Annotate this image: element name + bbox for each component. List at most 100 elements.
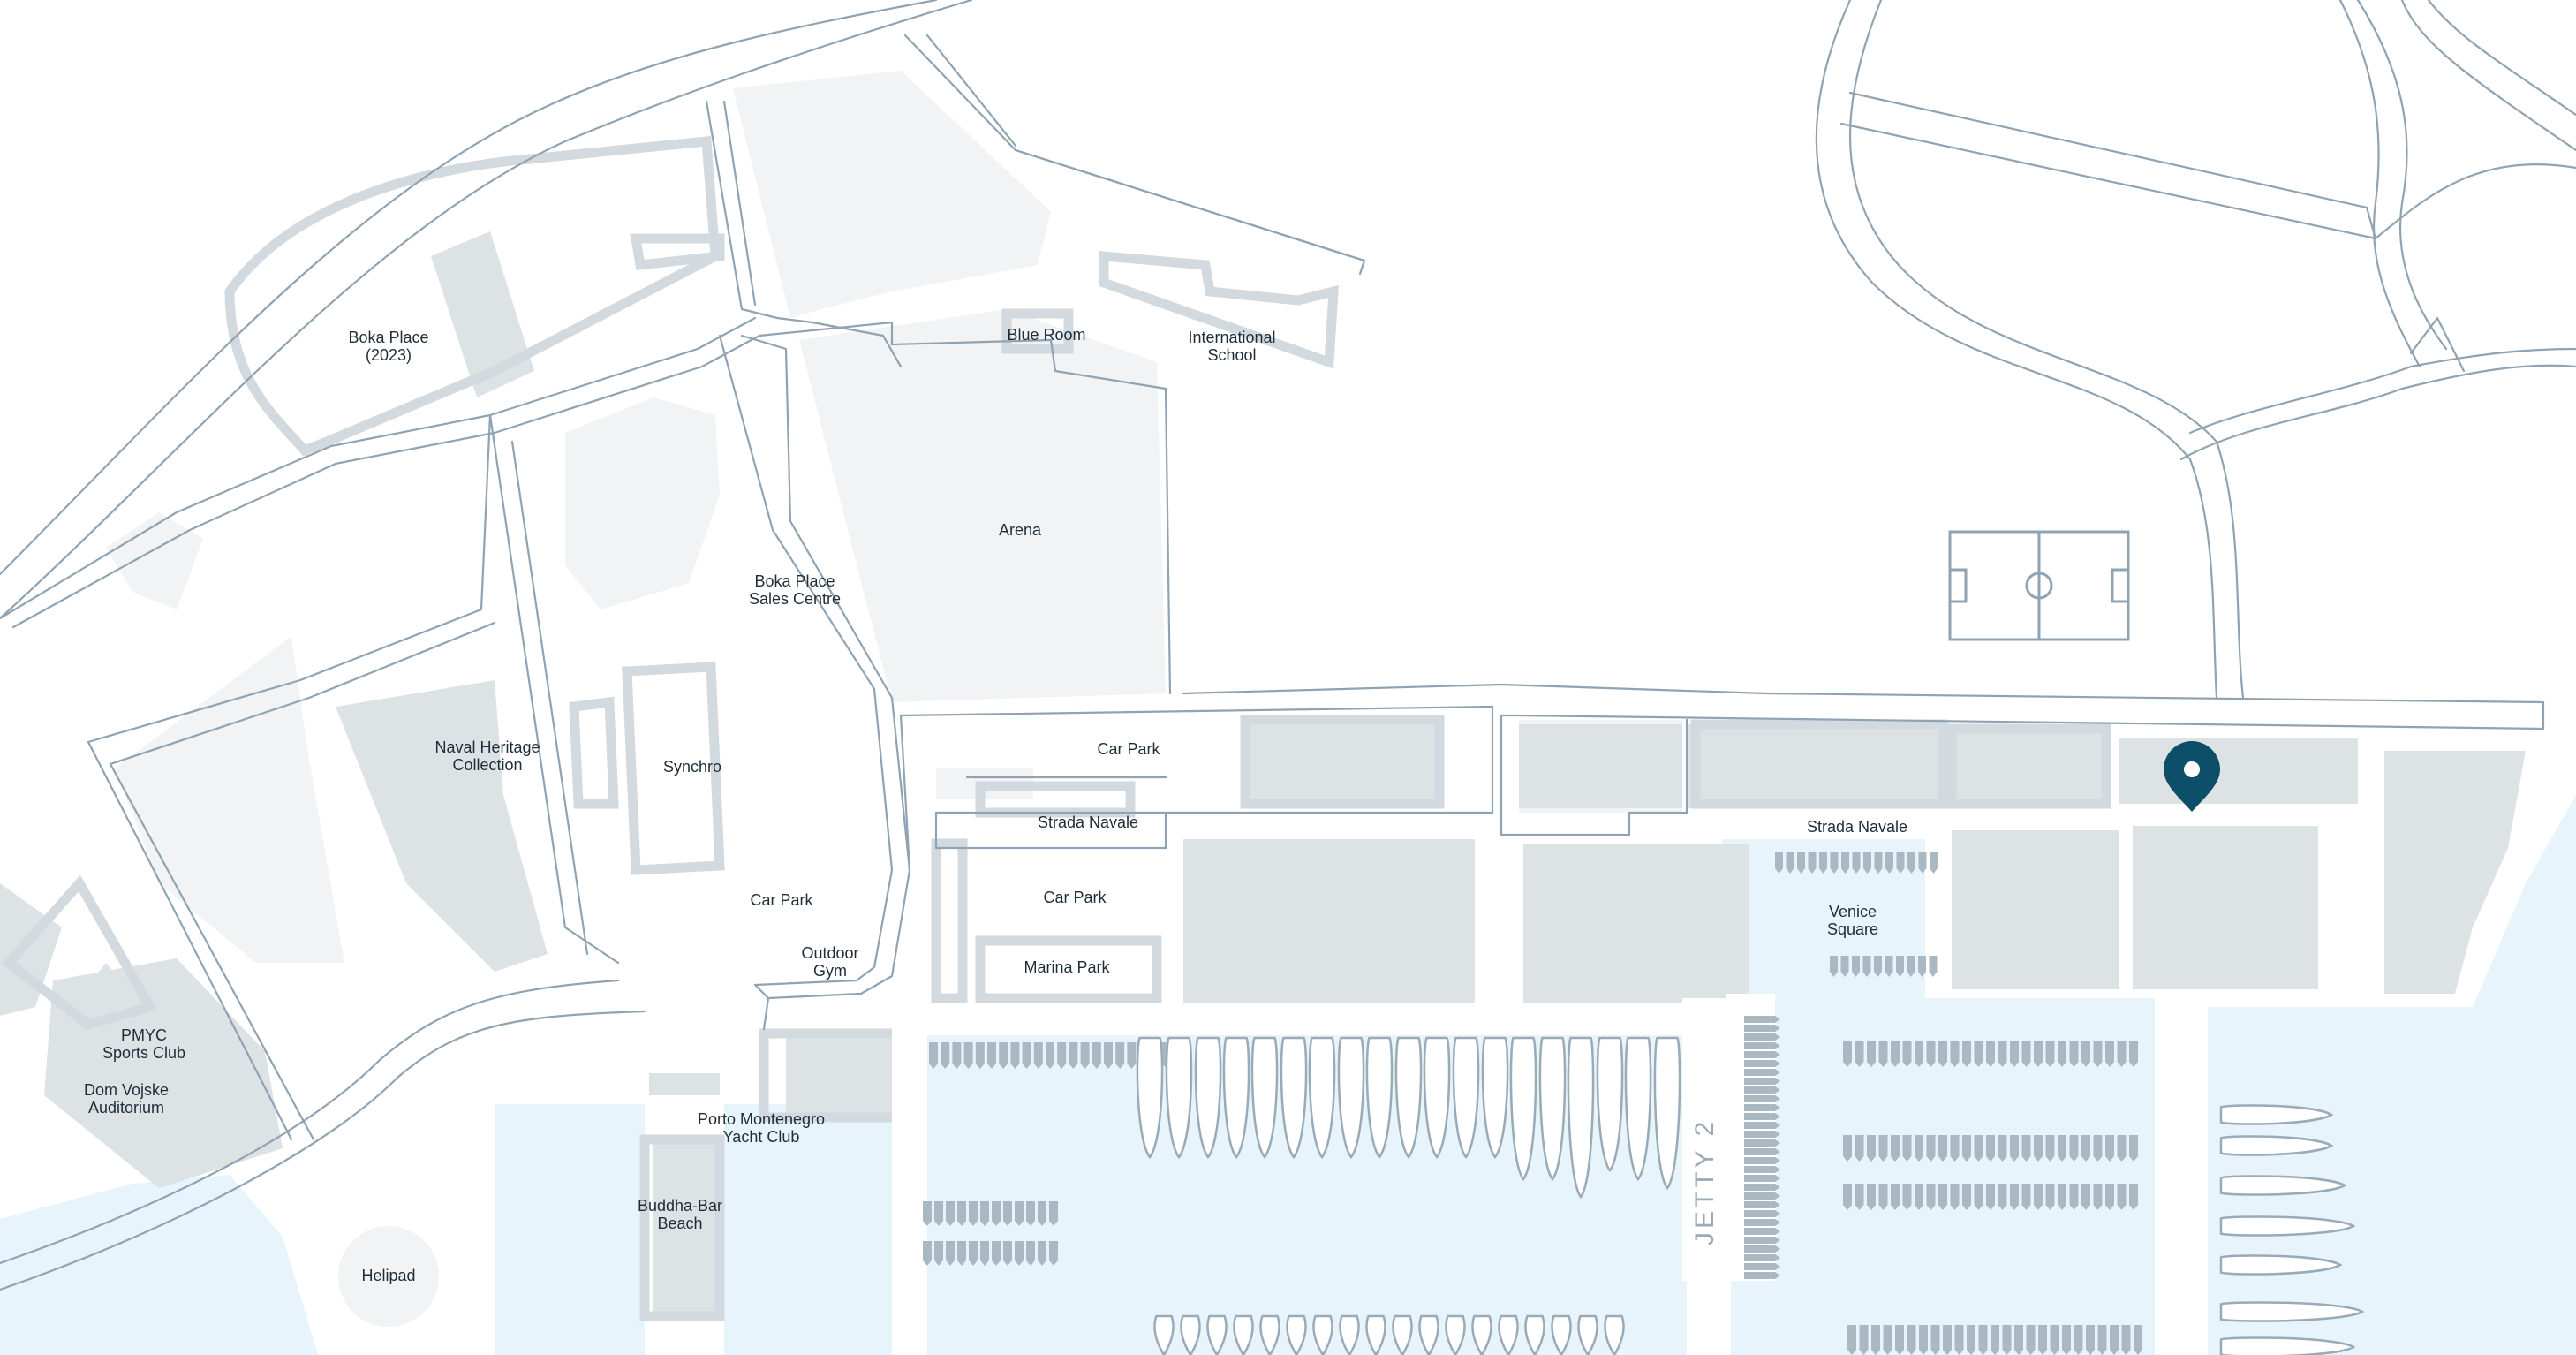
land-areas bbox=[106, 71, 1682, 963]
berth-slip bbox=[1049, 1201, 1058, 1226]
berth-slip bbox=[952, 1042, 962, 1069]
berth-slip bbox=[2021, 1135, 2031, 1162]
berth-slip bbox=[1943, 1325, 1952, 1355]
berth-slip bbox=[1744, 1184, 1780, 1191]
berth-slip bbox=[1998, 1041, 2007, 1067]
label-strada-navale-east: Strada Navale bbox=[1807, 818, 1907, 836]
helipad-pad bbox=[338, 1226, 439, 1327]
berth-slip bbox=[923, 1201, 932, 1226]
berth-slip bbox=[1744, 1060, 1780, 1067]
berth-slip bbox=[2105, 1184, 2114, 1210]
berth-slip bbox=[2134, 1325, 2142, 1355]
berth-slip bbox=[1930, 852, 1938, 874]
berth-slip bbox=[2010, 1041, 2019, 1067]
berth-slip bbox=[1069, 1042, 1078, 1069]
berth-slip bbox=[1998, 1135, 2007, 1162]
yacht bbox=[1653, 1036, 1681, 1191]
yacht bbox=[1423, 1036, 1451, 1160]
berth-slip bbox=[1950, 1184, 1960, 1210]
berth-slip bbox=[1026, 1201, 1035, 1226]
yacht bbox=[1481, 1036, 1509, 1160]
yacht bbox=[2219, 1135, 2334, 1156]
berth-slip bbox=[1022, 1042, 1031, 1069]
berth-slip bbox=[1918, 956, 1926, 977]
label-boka-place: Boka Place(2023) bbox=[348, 329, 428, 364]
berth-slip bbox=[1915, 1135, 1923, 1162]
berth-slip bbox=[2062, 1325, 2071, 1355]
berth-slip bbox=[1891, 1041, 1900, 1067]
berth-slip bbox=[1907, 1325, 1916, 1355]
berth-slip bbox=[1744, 1139, 1780, 1147]
berth-slip bbox=[1744, 1104, 1780, 1111]
berth-slip bbox=[1859, 1325, 1869, 1355]
berth-slip bbox=[2069, 1184, 2079, 1210]
berth-slip bbox=[1744, 1272, 1780, 1279]
berth-slip bbox=[1115, 1042, 1125, 1069]
yacht bbox=[1233, 1314, 1254, 1355]
berth-slip bbox=[1744, 1245, 1780, 1253]
berth-slip bbox=[1883, 1325, 1892, 1355]
berth-slip bbox=[2121, 1325, 2131, 1355]
berth-slip bbox=[1808, 852, 1817, 874]
berth-slip bbox=[1855, 1041, 1864, 1067]
berth-slip bbox=[1092, 1042, 1101, 1069]
yacht bbox=[1280, 1036, 1308, 1160]
berth-slip bbox=[1744, 1166, 1780, 1173]
location-pin-icon[interactable] bbox=[2164, 741, 2220, 812]
berth-slip bbox=[1744, 1157, 1780, 1164]
berth-slip bbox=[1797, 852, 1805, 874]
berth-slip bbox=[2117, 1135, 2127, 1162]
berth-slip bbox=[1978, 1325, 1988, 1355]
berth-slip bbox=[2034, 1135, 2043, 1162]
berth-slip bbox=[2081, 1184, 2090, 1210]
berth-slip bbox=[987, 1042, 996, 1069]
label-arena: Arena bbox=[999, 521, 1042, 539]
berth-slip bbox=[1907, 956, 1915, 977]
berth-slip bbox=[1962, 1041, 1971, 1067]
yacht bbox=[2219, 1175, 2347, 1196]
berth-slip bbox=[2058, 1135, 2066, 1162]
yachts bbox=[1136, 1036, 2365, 1355]
berth-slip bbox=[992, 1201, 1001, 1226]
yacht bbox=[1312, 1314, 1333, 1355]
label-blue-room: Blue Room bbox=[1007, 326, 1085, 344]
berth-slip bbox=[1819, 852, 1827, 874]
berth-slip bbox=[1891, 1135, 1900, 1162]
map-labels: Boka Place(2023) Blue Room International… bbox=[84, 326, 1907, 1284]
berth-slip bbox=[992, 1241, 1001, 1266]
berth-slip bbox=[1919, 1325, 1928, 1355]
football-pitch bbox=[1948, 530, 2130, 641]
berth-slip bbox=[1015, 1241, 1024, 1266]
berth-slip bbox=[1744, 1033, 1780, 1041]
label-car-park-mid: Car Park bbox=[1043, 889, 1107, 906]
berth-slip bbox=[1830, 852, 1839, 874]
yacht bbox=[1222, 1036, 1250, 1160]
yacht bbox=[1567, 1036, 1595, 1200]
berth-slip bbox=[2021, 1041, 2031, 1067]
berth-slip bbox=[957, 1241, 966, 1266]
yacht bbox=[1339, 1314, 1360, 1355]
berth-slip bbox=[1930, 1325, 1940, 1355]
yacht bbox=[1259, 1314, 1280, 1355]
berth-slip bbox=[2010, 1184, 2019, 1210]
yacht bbox=[1308, 1036, 1336, 1160]
berth-slip bbox=[941, 1042, 950, 1069]
berth-slip bbox=[2021, 1184, 2031, 1210]
berth-slip bbox=[1986, 1041, 1995, 1067]
berth-slip bbox=[2026, 1325, 2036, 1355]
berth-slip bbox=[2081, 1041, 2090, 1067]
berth-slip bbox=[1080, 1042, 1090, 1069]
berth-slip bbox=[1744, 1113, 1780, 1120]
berth-slip bbox=[2050, 1325, 2059, 1355]
berth-slip bbox=[1744, 1228, 1780, 1235]
berth-slip bbox=[1840, 956, 1849, 977]
berth-slip bbox=[1902, 1184, 1912, 1210]
berth-slip bbox=[1843, 1041, 1852, 1067]
berth-slip bbox=[1841, 852, 1849, 874]
yacht bbox=[1471, 1314, 1492, 1355]
berth-slip bbox=[1744, 1051, 1780, 1058]
yacht bbox=[2219, 1254, 2343, 1276]
